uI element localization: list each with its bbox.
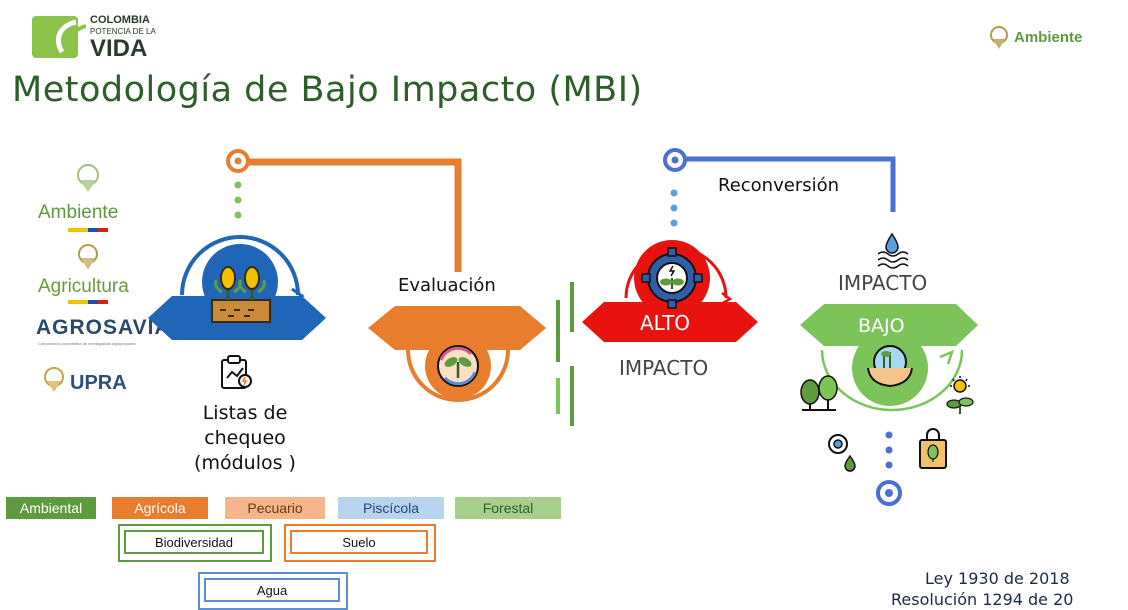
upra-crest-icon — [44, 367, 64, 392]
ministry-label: Ambiente — [1014, 29, 1083, 46]
subcategory-agua: Agua — [204, 578, 340, 602]
orange-connector-line — [247, 158, 462, 272]
checklists-line-2: chequeo — [204, 427, 286, 449]
entity-agricultura: Agricultura — [38, 276, 129, 297]
logo-line-2: POTENCIA DE LA — [90, 27, 156, 36]
evaluation-arc — [406, 349, 510, 402]
sun-sprout-icon — [946, 376, 974, 414]
logo-mark-icon — [32, 16, 87, 58]
legal-reference-line-2: Resolución 1294 de 20 — [891, 590, 1074, 609]
gear-drop-icon — [828, 434, 856, 472]
entity-logos: Ambiente Agricultura AGROSAVIA Corporaci… — [30, 160, 170, 400]
category-pecuario: Pecuario — [225, 497, 325, 519]
ministry-logo: Ambiente — [988, 25, 1108, 53]
trees-icon — [800, 375, 838, 411]
hands-planet-icon — [867, 345, 913, 388]
suelo-frame — [284, 524, 436, 562]
category-ambiental: Ambiental — [6, 497, 96, 519]
agricultura-crest-icon — [78, 244, 98, 270]
bajo-hexagon — [800, 304, 978, 346]
logo-line-1: COLOMBIA — [90, 14, 150, 26]
alto-impact-label: IMPACTO — [619, 356, 709, 380]
colombia-flag-stripe-icon — [68, 300, 108, 304]
checklist-arc — [180, 235, 300, 296]
category-piscicola: Piscícola — [338, 497, 444, 519]
alto-hexagon — [582, 302, 758, 342]
subcategory-biodiversidad: Biodiversidad — [124, 530, 264, 554]
evaluation-label: Evaluación — [398, 275, 496, 296]
evaluation-hexagon — [368, 306, 546, 350]
gear-plant-icon — [641, 247, 703, 309]
blue-dots-line — [670, 189, 678, 227]
reconversion-label: Reconversión — [718, 175, 840, 196]
blue-connector-line — [685, 156, 896, 212]
water-drop-icon — [877, 232, 909, 269]
subcategory-suelo: Suelo — [290, 530, 428, 554]
recycle-plant-icon — [437, 345, 479, 387]
entity-agrosavia: AGROSAVIA — [36, 316, 171, 339]
entity-upra: UPRA — [70, 372, 127, 394]
colombia-flag-stripe-icon — [68, 228, 108, 232]
page-title: Metodología de Bajo Impacto (MBI) — [12, 70, 643, 110]
entity-ambiente: Ambiente — [38, 202, 119, 223]
checklists-label: Listas de chequeo (módulos ) — [165, 401, 325, 476]
clipboard-icon — [221, 355, 252, 389]
checklists-line-3: (módulos ) — [194, 452, 296, 474]
separator-bars — [556, 282, 574, 426]
ambiente-crest-icon — [77, 164, 99, 192]
legal-reference-line-1: Ley 1930 de 2018 — [925, 569, 1070, 588]
agrosavia-caption: Corporación colombiana de investigación … — [38, 341, 136, 346]
coat-of-arms-icon — [990, 26, 1008, 49]
bajo-tag: BAJO — [858, 315, 905, 337]
category-forestal: Forestal — [455, 497, 561, 519]
category-agricola: Agrícola — [112, 497, 208, 519]
blue-dots-bottom — [885, 431, 893, 469]
eco-bag-icon — [919, 428, 947, 469]
biodiversidad-frame — [118, 524, 272, 562]
checklists-line-1: Listas de — [202, 402, 288, 424]
green-dots-line — [234, 181, 242, 219]
alto-tag: ALTO — [640, 311, 691, 335]
crops-soil-icon — [211, 266, 271, 323]
colombia-potencia-logo: COLOMBIA POTENCIA DE LA VIDA — [32, 12, 172, 64]
bajo-impact-label: IMPACTO — [838, 271, 928, 295]
logo-line-3: VIDA — [90, 35, 148, 62]
